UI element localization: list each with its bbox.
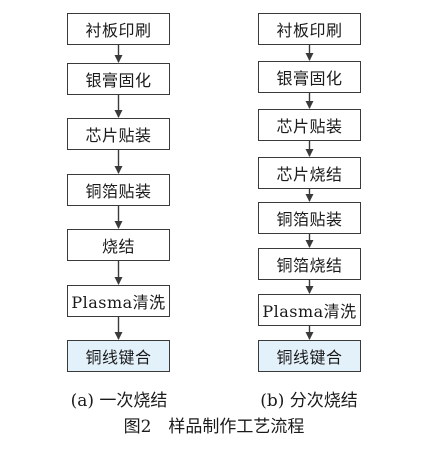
step-a-2: 银膏固化 [67, 63, 170, 95]
step-b-7: Plasma清洗 [258, 294, 361, 326]
step-b-1: 衬板印刷 [258, 13, 361, 45]
step-a-1: 衬板印刷 [67, 13, 170, 45]
step-b-3: 芯片贴装 [258, 109, 361, 141]
step-a-3: 芯片贴装 [67, 118, 170, 150]
caption-b: (b) 分次烧结 [260, 391, 358, 411]
step-a-7: 铜线键合 [67, 340, 170, 372]
figure-title: 图2 样品制作工艺流程 [123, 417, 305, 437]
step-b-5: 铜箔贴装 [258, 202, 361, 234]
step-b-8: 铜线键合 [258, 340, 361, 372]
step-a-6: Plasma清洗 [67, 285, 170, 317]
step-b-2: 银膏固化 [258, 61, 361, 93]
step-b-6: 铜箔烧结 [258, 248, 361, 280]
caption-a: (a) 一次烧结 [70, 391, 168, 411]
step-b-4: 芯片烧结 [258, 157, 361, 189]
step-a-5: 烧结 [67, 229, 170, 261]
step-a-4: 铜箔贴装 [67, 174, 170, 206]
